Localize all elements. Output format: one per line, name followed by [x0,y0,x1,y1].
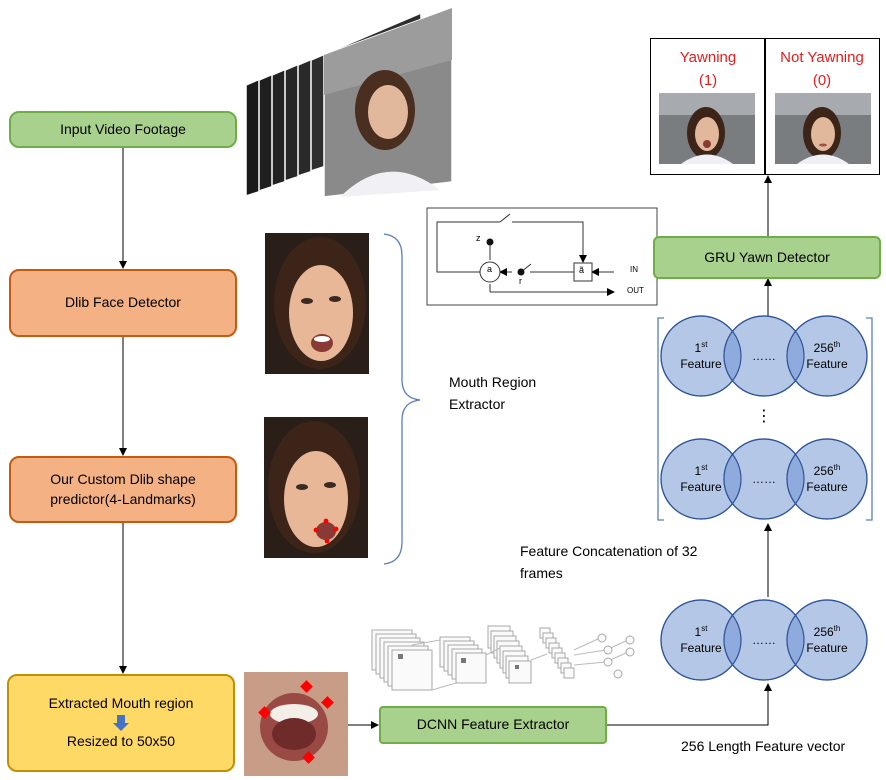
face-landmark-image [264,417,368,558]
yawning-title: Yawning (1) [652,46,764,93]
concat-label-line2: frames [520,564,563,581]
dcnn-feature-extractor-box: DCNN Feature Extractor [379,706,607,744]
first-feature-label: 1st Feature [680,624,722,655]
shape-predictor-label-line1: Our Custom Dlib shape [50,470,196,487]
extracted-mouth-label-line2: Resized to 50x50 [66,733,176,749]
gru-r-label: r [519,276,522,286]
feature-row-bottom [660,599,868,681]
extracted-mouth-box: Extracted Mouth region Resized to 50x50 [7,674,235,772]
landmark-dot-icon [323,518,329,524]
extracted-mouth-label-line1: Extracted Mouth region [48,695,194,712]
vertical-ellipsis: ⋮ [756,408,772,425]
concat-label-line1: Feature Concatenation of 32 [520,543,698,559]
arrow-dcnn-to-features [607,683,772,726]
landmark-dot-icon [313,527,319,533]
not-yawning-value: (0) [812,72,832,90]
stack-brackets [657,317,873,521]
mouth-region-label-line2: Extractor [449,395,506,412]
mouth-region-label-line1: Mouth Region [449,374,537,390]
gru-out-label: OUT [627,286,644,295]
yawning-example-illustration [659,93,755,164]
middle-features-ellipsis: …… [752,472,776,486]
yawning-label: Yawning [679,49,737,66]
feature-row-middle [660,438,868,520]
not-yawning-label: Not Yawning [780,49,864,66]
gru-in-label: IN [630,265,638,274]
dcnn-label: DCNN Feature Extractor [416,716,570,733]
face-crop-image [265,233,369,374]
gru-z-label: z [476,233,481,243]
video-frame-stack [245,6,453,198]
shape-predictor-label-line2: predictor(4-Landmarks) [50,490,196,507]
gru-cell-diagram [426,207,658,306]
mouth-region-brace [383,233,421,565]
mouth-region-extractor-label: Mouth Region Extractor [449,372,536,415]
last-feature-label: 256th Feature [806,624,848,655]
input-video-box: Input Video Footage [9,111,237,148]
last-feature-label: 256th Feature [806,340,848,371]
last-feature-label: 256th Feature [806,463,848,494]
yawning-value: (1) [698,72,718,90]
face-detector-box: Dlib Face Detector [9,269,237,337]
not-yawning-title: Not Yawning (0) [766,46,878,93]
cnn-architecture-sketch [371,625,635,691]
first-feature-label: 1st Feature [680,463,722,494]
face-detector-label: Dlib Face Detector [65,294,181,311]
landmark-dot-icon [333,526,339,532]
face-landmark-illustration [268,421,360,553]
down-arrow-icon [113,715,129,731]
gru-yawn-detector-box: GRU Yawn Detector [653,236,881,279]
landmark-dot-icon [324,538,330,544]
input-video-label: Input Video Footage [60,120,186,137]
output-panel [650,38,880,175]
yawning-example-image [659,93,755,164]
output-divider [764,39,766,174]
gru-label: GRU Yawn Detector [704,248,830,265]
shape-predictor-box: Our Custom Dlib shape predictor(4-Landma… [9,456,237,523]
middle-features-ellipsis: …… [752,349,776,363]
gru-a-label: a [487,264,493,274]
mouth-crop-illustration [244,672,348,776]
middle-features-ellipsis: …… [752,633,776,647]
mouth-crop-image [244,672,348,776]
not-yawning-example-image [775,93,871,164]
feature-vector-label: 256 Length Feature vector [681,738,846,754]
feature-row-top [660,315,868,397]
feature-concatenation-label: Feature Concatenation of 32 frames [520,541,697,584]
not-yawning-example-illustration [775,93,871,164]
first-feature-label: 1st Feature [680,340,722,371]
gru-a-tilde-label: ã [579,265,585,275]
face-crop-illustration [274,237,366,369]
